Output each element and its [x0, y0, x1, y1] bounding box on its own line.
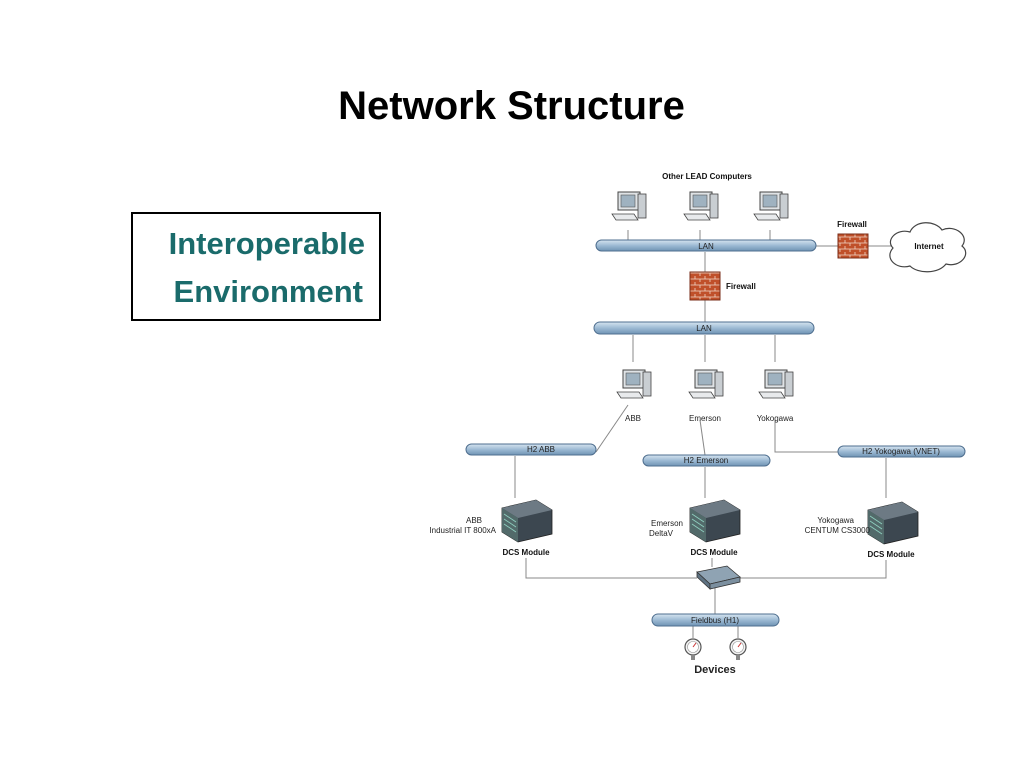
connector-lines — [514, 230, 892, 638]
h2-abb-label: H2 ABB — [527, 445, 555, 454]
slide-title: Network Structure — [338, 84, 685, 128]
yokogawa-dcs-server-icon — [867, 501, 919, 545]
firewall-mid-label: Firewall — [726, 282, 756, 291]
firewall-right-label: Firewall — [837, 220, 867, 229]
lead-computer-icon — [753, 191, 789, 221]
callout-line-1: Interoperable — [168, 226, 365, 261]
dcs-module-label: DCS Module — [690, 548, 738, 557]
h2-yokogawa-bus — [837, 445, 966, 458]
abb-dcs-server-icon — [501, 499, 553, 543]
emerson-dcs-server-icon — [689, 499, 741, 543]
internet-label: Internet — [914, 242, 944, 251]
gauge-icon — [729, 638, 747, 661]
abb-computer-icon — [616, 369, 652, 399]
yokogawa-system-name: Yokogawa — [817, 516, 854, 525]
callout-box: Interoperable Environment — [131, 212, 381, 321]
lead-computer-icon — [683, 191, 719, 221]
h2-emerson-label: H2 Emerson — [684, 456, 728, 465]
abb-system-name: ABB — [466, 516, 482, 525]
dcs-module-label: DCS Module — [867, 550, 915, 559]
lan-top-label: LAN — [698, 242, 714, 251]
emerson-computer-icon — [688, 369, 724, 399]
pc-emerson-label: Emerson — [689, 414, 721, 423]
emerson-system-model: DeltaV — [649, 529, 674, 538]
pc-abb-label: ABB — [625, 414, 641, 423]
firewall-mid-icon — [689, 271, 721, 301]
pc-yokogawa-label: Yokogawa — [757, 414, 794, 423]
cloud-icon — [889, 222, 967, 273]
devices-label: Devices — [694, 664, 736, 676]
lead-computer-icon — [611, 191, 647, 221]
other-computers-label: Other LEAD Computers — [662, 172, 752, 181]
lan-mid-label: LAN — [696, 324, 712, 333]
fieldbus-bus — [651, 613, 780, 627]
h2-abb-bus — [465, 443, 597, 456]
firewall-right-icon — [837, 233, 869, 259]
yokogawa-system-model: CENTUM CS3000 — [805, 526, 871, 535]
fieldbus-label: Fieldbus (H1) — [691, 616, 739, 625]
lan-mid-bus — [593, 321, 815, 335]
h2-emerson-bus — [642, 454, 771, 467]
lan-top-bus — [595, 239, 817, 252]
dcs-module-label: DCS Module — [502, 548, 550, 557]
callout-line-2: Environment — [173, 274, 363, 309]
h2-yokogawa-label: H2 Yokogawa (VNET) — [862, 447, 940, 456]
gauge-icon — [684, 638, 702, 661]
network-switch-icon — [696, 565, 741, 590]
abb-system-model: Industrial IT 800xA — [429, 526, 496, 535]
emerson-system-name: Emerson — [651, 519, 683, 528]
yokogawa-computer-icon — [758, 369, 794, 399]
